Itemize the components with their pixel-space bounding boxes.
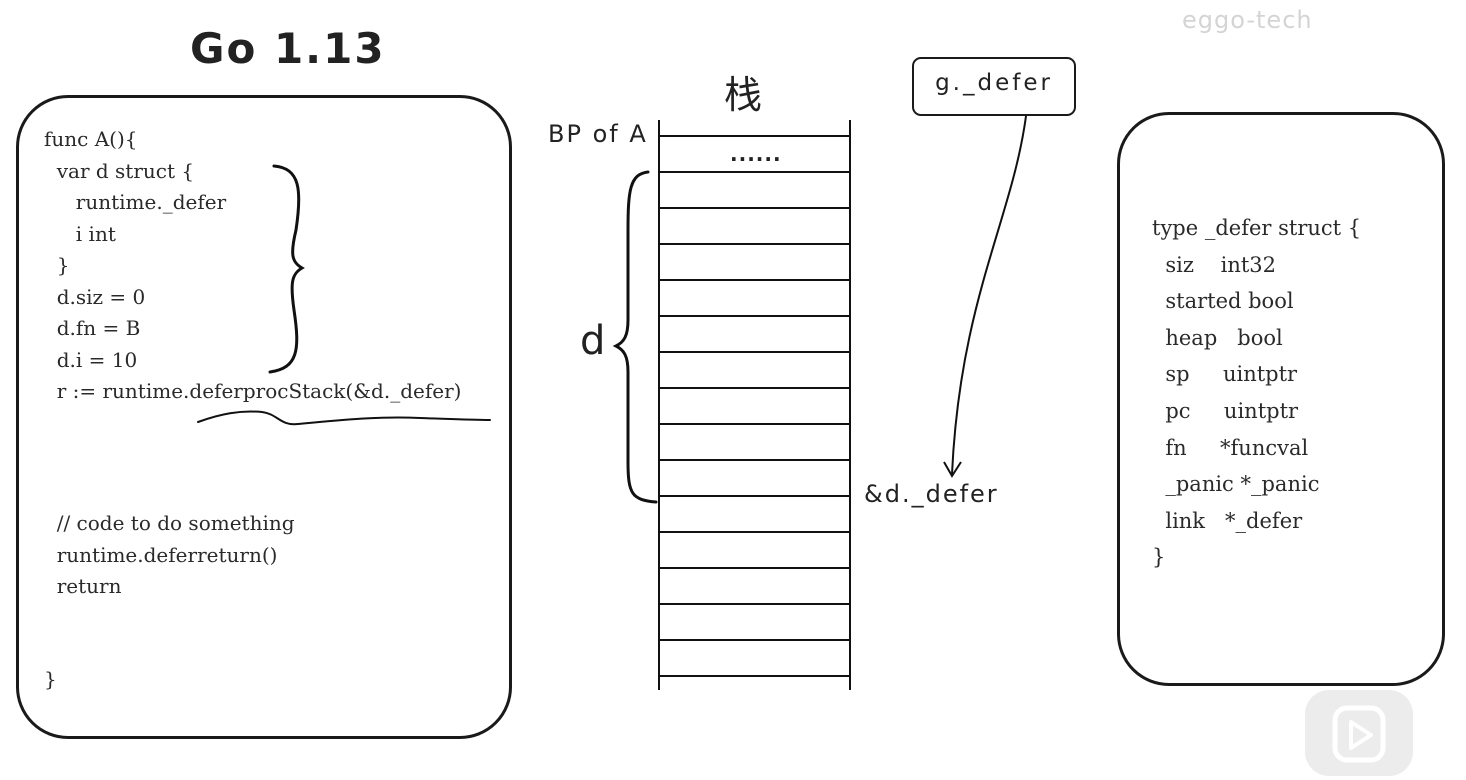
struct-field-line: fn *funcval [1152,435,1309,460]
g-defer-box: g._defer [912,57,1076,116]
stack-rows [659,135,850,677]
struct-field-line: pc uintptr [1152,398,1299,423]
struct-field-line: } [1152,545,1166,570]
d-label: d [580,318,606,364]
code-line: runtime._defer [44,190,227,214]
stack-label: 栈 [724,73,763,117]
code-line: d.fn = B [44,316,141,340]
struct-field-line: _panic *_panic [1152,472,1320,497]
struct-field-line: sp uintptr [1152,362,1298,387]
code-box-func-a [16,95,512,739]
bp-of-a-label: BP of A [548,120,648,148]
code-lines-bottom: // code to do something runtime.deferret… [44,508,295,603]
arrow-head-icon [943,461,962,478]
code-closing-brace: } [44,667,57,691]
g-defer-arrow [951,115,1027,475]
struct-field-line: link *_defer [1152,508,1303,533]
underline-scribble [197,410,491,426]
struct-field-line: started bool [1152,289,1294,314]
code-line: } [44,253,70,277]
code-line: runtime.deferreturn() [44,542,278,567]
play-icon [1332,705,1386,763]
code-line: d.i = 10 [44,347,138,372]
g-defer-label: g._defer [935,70,1053,96]
struct-field-line: siz int32 [1152,252,1277,277]
defer-struct-code: type _defer struct { siz int32 started b… [1152,210,1361,576]
code-line: r := runtime.deferprocStack(&d._defer) [44,379,462,403]
stack-brace-d [612,170,658,504]
play-button[interactable] [1305,690,1413,776]
stack-ellipsis: ...... [730,142,782,166]
code-line: // code to do something [44,511,295,535]
struct-field-line: type _defer struct { [1152,216,1362,240]
watermark: eggo-tech [1182,6,1313,34]
defer-struct-box [1117,112,1445,686]
code-line: return [44,574,122,598]
code-line: func A(){ [44,127,138,151]
code-line: i int [44,221,116,246]
code-line: var d struct { [44,158,195,183]
title: Go 1.13 [190,24,386,73]
code-lines-top: func A(){ var d struct { runtime._defer … [44,124,461,408]
struct-field-line: heap bool [1152,325,1283,350]
d-defer-address-label: &d._defer [864,480,999,508]
code-line: d.siz = 0 [44,284,146,309]
code-brace [268,164,305,374]
